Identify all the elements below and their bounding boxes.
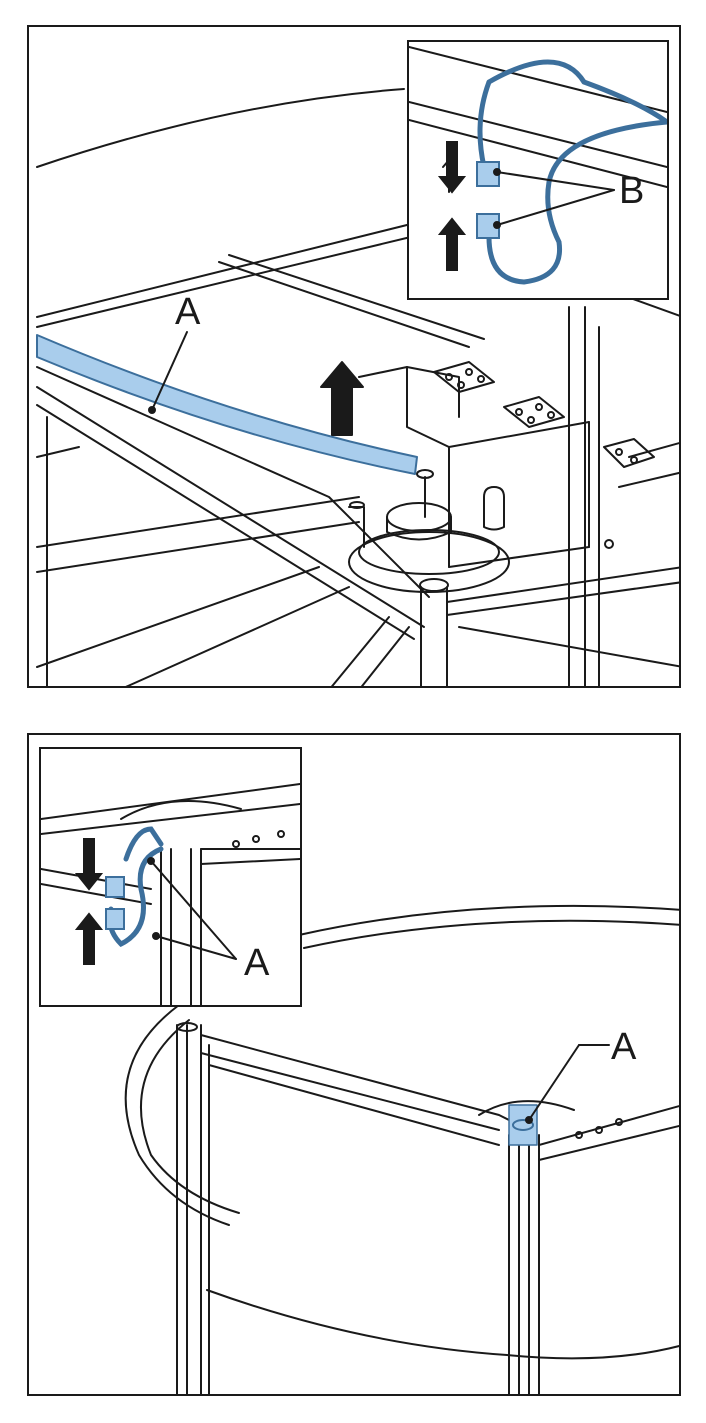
connector-detail-drawing <box>41 783 300 1005</box>
top-detail-inset: B <box>407 40 669 300</box>
top-illustration-panel: A B <box>27 25 681 688</box>
callout-label-a-inset: A <box>244 942 270 984</box>
cable-connector-detail <box>409 46 667 285</box>
callout-label-a: A <box>175 291 201 333</box>
bottom-frame-drawing <box>124 904 679 1394</box>
top-frame-drawing <box>36 88 679 686</box>
bottom-illustration-panel: A A <box>27 733 681 1396</box>
bottom-detail-inset: A <box>39 747 302 1007</box>
callout-label-a-main: A <box>611 1026 637 1068</box>
callout-label-b: B <box>619 170 645 212</box>
